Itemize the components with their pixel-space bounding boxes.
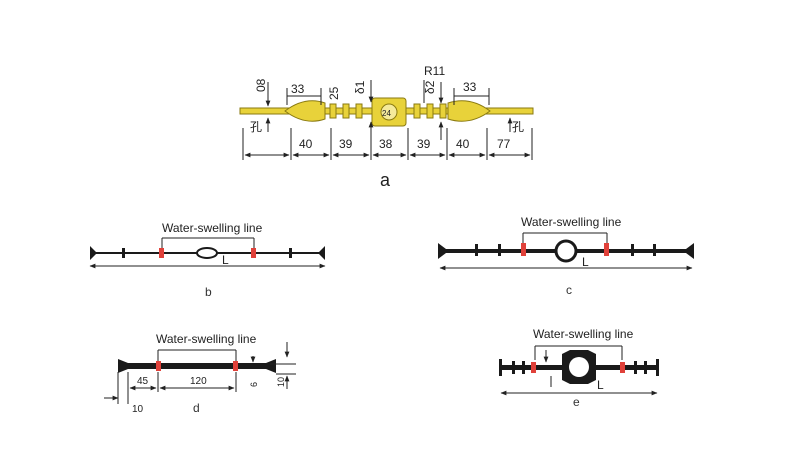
swelling-label-d: Water-swelling line [156, 332, 257, 346]
diagram-c: Water-swelling line L c [438, 215, 694, 297]
dim-text: δ2 [423, 80, 437, 94]
dim-text: 39 [417, 137, 431, 151]
dim-text: 08 [254, 78, 268, 92]
hole-label-right: 孔 [512, 120, 524, 134]
dim-lines-a-bottom [242, 128, 533, 160]
length-label-b: L [222, 253, 229, 267]
dim-lines-a-top [265, 80, 490, 107]
dim-text: 33 [463, 80, 477, 94]
center-bulb-hole [380, 103, 398, 121]
swelling-line-mark [156, 361, 161, 371]
caption-b: b [205, 285, 212, 299]
strip-d [118, 359, 276, 373]
dim-text: 45 [137, 376, 149, 387]
dim-text: 33 [291, 82, 305, 96]
length-label-c: L [582, 255, 589, 269]
swelling-line-mark [620, 362, 625, 373]
dim-text: δ1 [353, 80, 367, 94]
caption-c: c [566, 283, 572, 297]
swelling-line-mark [233, 361, 238, 371]
swelling-label-b: Water-swelling line [162, 221, 263, 235]
swelling-line-mark [531, 362, 536, 373]
diagram-b: Water-swelling line L b [89, 221, 326, 299]
swelling-line-mark [521, 243, 526, 256]
dim-text: 10 [132, 404, 144, 415]
swelling-label-e: Water-swelling line [533, 327, 634, 341]
diagram-e: Water-swelling line L e [499, 327, 659, 409]
dim-text: 120 [190, 376, 207, 387]
diagram-d: Water-swelling line 45 120 10 6 10 d [104, 332, 296, 415]
dim-text: 39 [339, 137, 353, 151]
hole-label-left: 孔 [250, 120, 262, 134]
dim-text: 77 [497, 137, 511, 151]
caption-e: e [573, 395, 580, 409]
dim-text: 25 [327, 86, 341, 100]
swelling-line-mark [159, 248, 164, 258]
dim-text: 6 [249, 382, 259, 387]
swelling-label-c: Water-swelling line [521, 215, 622, 229]
center-bulb-b [196, 247, 218, 259]
dim-text: 40 [299, 137, 313, 151]
dim-text: 38 [379, 137, 393, 151]
diagram-a: 24 08 33 25 δ1 δ2 R11 33 孔 孔 [239, 64, 534, 190]
caption-a: a [380, 170, 391, 190]
dim-text: 10 [276, 377, 286, 387]
center-bulb-c [554, 239, 578, 263]
caption-d: d [193, 401, 200, 415]
swelling-line-mark [251, 248, 256, 258]
length-label-e: L [597, 378, 604, 392]
dim-text: R11 [424, 64, 445, 78]
dim-text: 40 [456, 137, 470, 151]
swelling-line-mark [604, 243, 609, 256]
dim-text: 24 [382, 109, 391, 118]
